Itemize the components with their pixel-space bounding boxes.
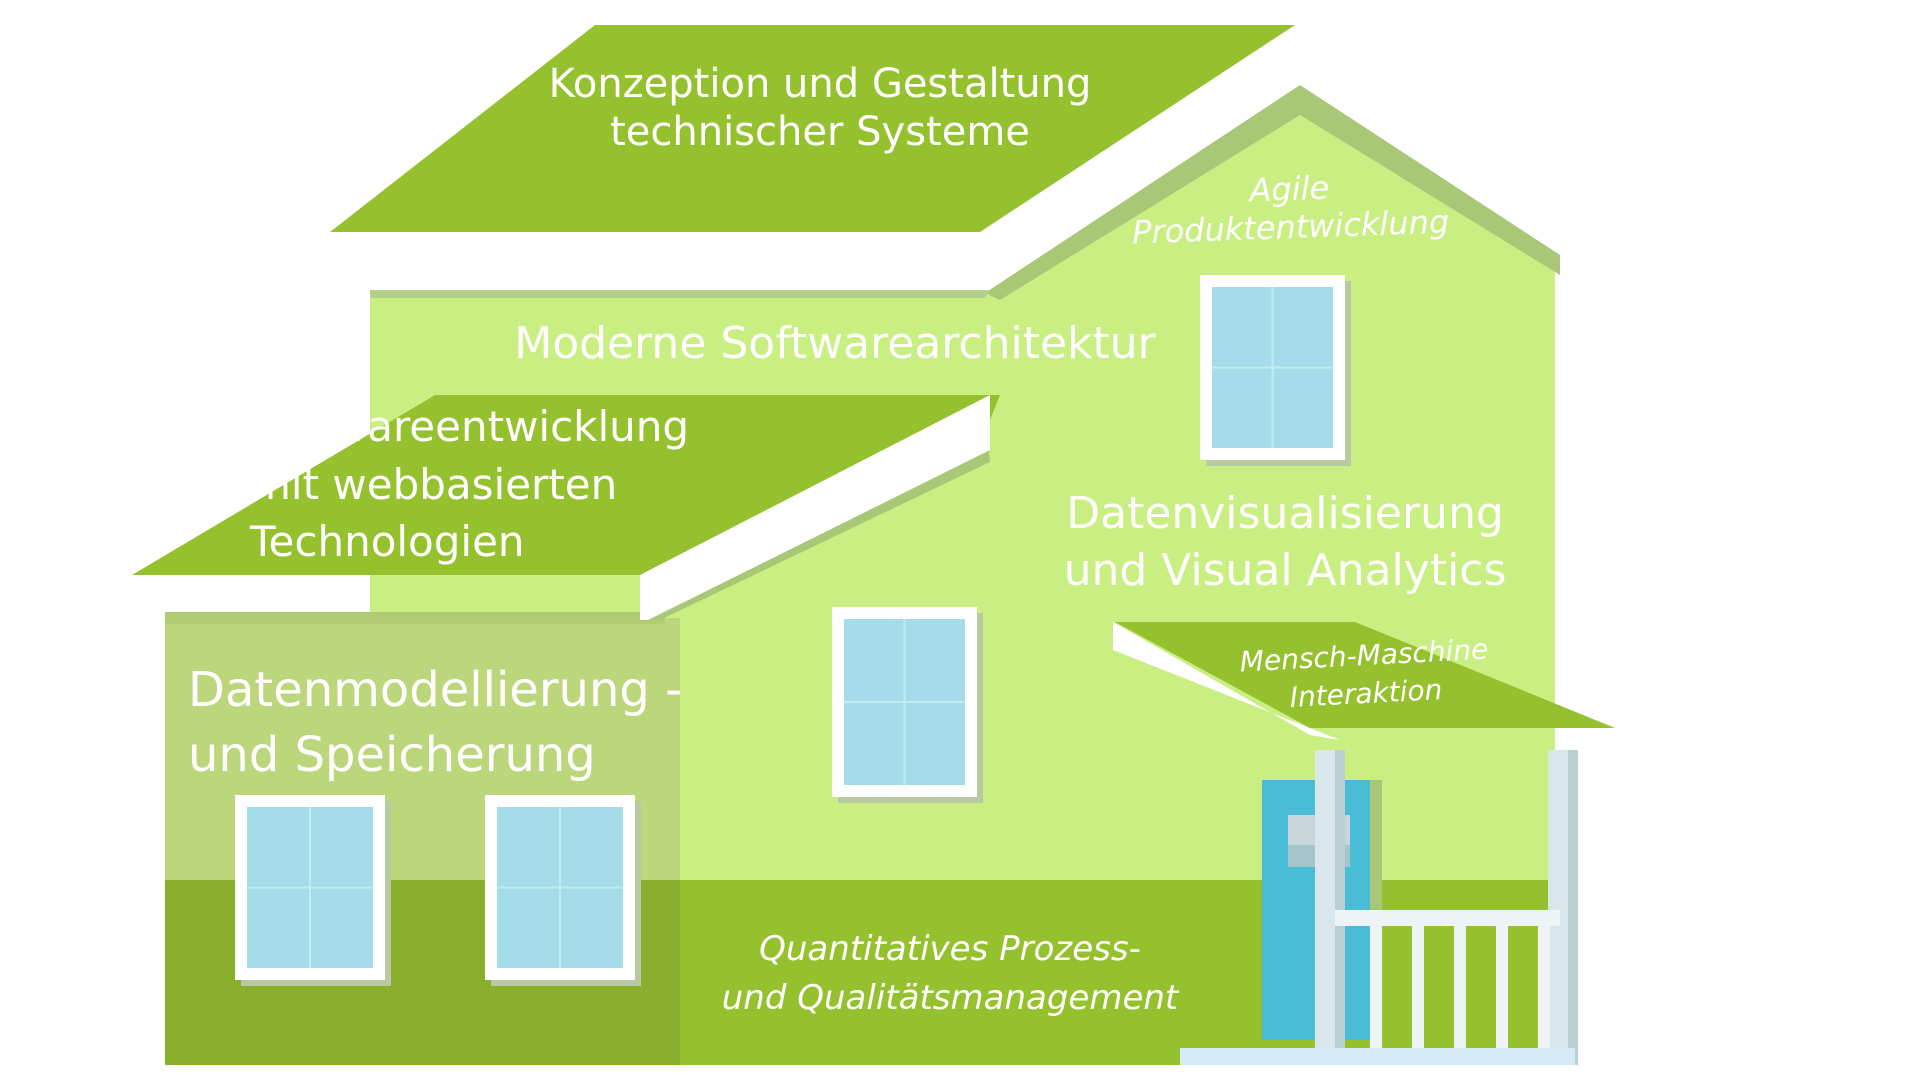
label-quantitativ: Quantitatives Prozess- und Qualitätsmana… (721, 929, 1179, 1019)
baluster (1454, 926, 1466, 1048)
gable-shadow (985, 85, 1560, 300)
window-left-2 (485, 795, 641, 986)
top-roof (330, 25, 1295, 232)
label-datenmodell: Datenmodellierung - und Speicherung (188, 662, 683, 783)
upper-roof-line (370, 290, 990, 298)
window-middle (832, 607, 983, 803)
left-roof-white-edge (640, 395, 990, 620)
baluster (1496, 926, 1508, 1048)
baluster (1412, 926, 1424, 1048)
label-moderne: Moderne Softwarearchitektur (514, 318, 1156, 369)
window-gable (1200, 275, 1351, 466)
label-agile: Agile Produktentwicklung (1131, 168, 1450, 252)
railing-top (1335, 910, 1560, 926)
baluster (1538, 926, 1550, 1048)
label-konzeption: Konzeption und Gestaltung technischer Sy… (548, 61, 1092, 155)
porch-post-right-shadow (1568, 750, 1578, 1065)
label-datenvis: Datenvisualisierung und Visual Analytics (1063, 488, 1507, 597)
porch-post-left-shadow (1335, 750, 1345, 1065)
porch-floor (1180, 1048, 1575, 1065)
porch-post-left (1315, 750, 1335, 1065)
left-block-top-edge (165, 612, 665, 624)
left-roof-face (132, 395, 990, 575)
label-webbasiert: Softwareentwicklung mit webbasierten Tec… (250, 402, 690, 567)
baluster (1370, 926, 1382, 1048)
window-left-1 (235, 795, 391, 986)
porch-roof (1115, 622, 1615, 728)
porch-post-right (1548, 750, 1568, 1065)
